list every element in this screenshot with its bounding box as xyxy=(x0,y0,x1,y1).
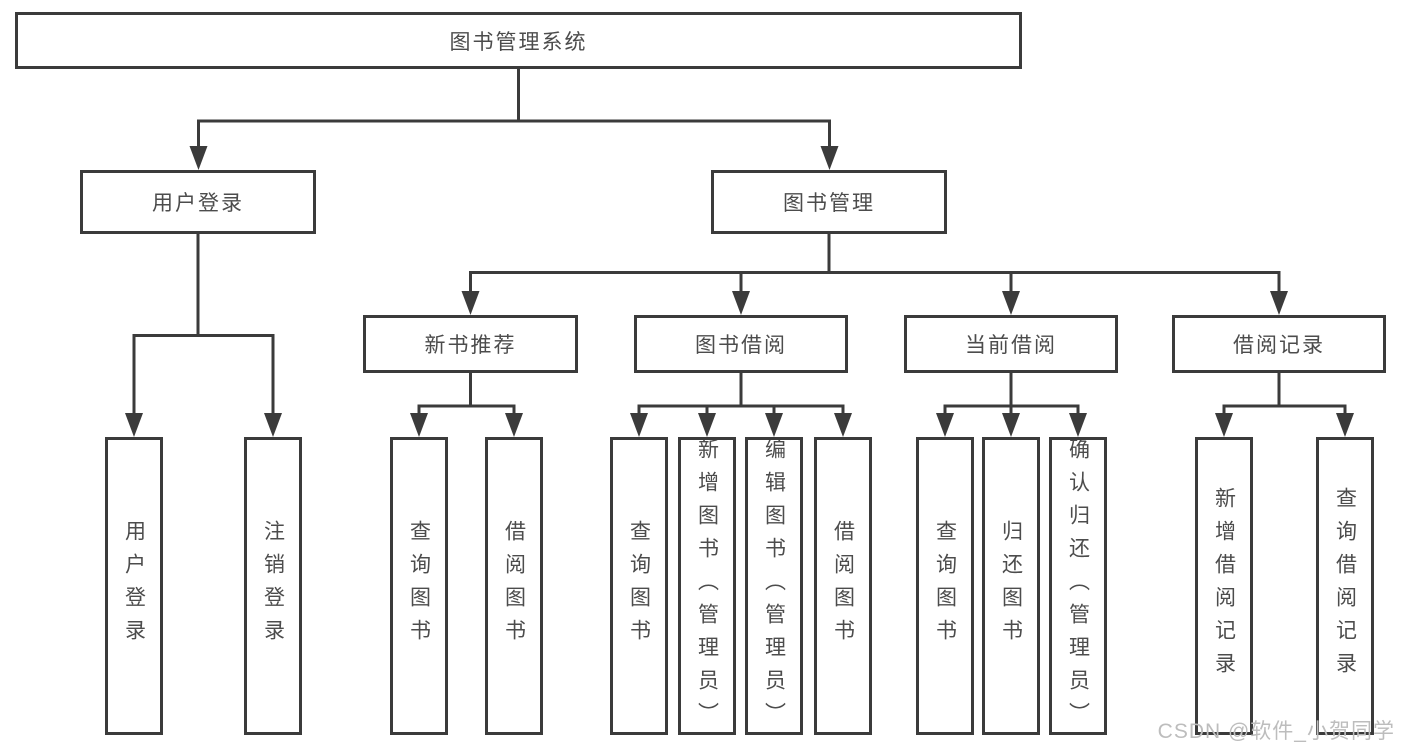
node-leaf-borrow-books: 借阅图书 xyxy=(814,437,872,735)
connector-book-borrowing xyxy=(630,373,852,437)
node-borrowing-records: 借阅记录 xyxy=(1172,315,1386,373)
node-label: 查询借阅记录 xyxy=(1333,487,1357,685)
node-leaf-return-books: 归还图书 xyxy=(982,437,1040,735)
node-leaf-add-books-admin: 新增图书（管理员） xyxy=(678,437,736,735)
node-leaf-query-books-recommend: 查询图书 xyxy=(390,437,448,735)
connector-current-borrowing xyxy=(936,373,1087,437)
node-label: 新增借阅记录 xyxy=(1212,487,1236,685)
node-label: 借阅图书 xyxy=(831,520,855,652)
node-leaf-logout: 注销登录 xyxy=(244,437,302,735)
node-leaf-query-books-borrowing: 查询图书 xyxy=(610,437,668,735)
node-label: 注销登录 xyxy=(261,520,285,652)
node-label: 用户登录 xyxy=(122,520,146,652)
connector-user-login xyxy=(125,234,282,437)
node-label: 图书借阅 xyxy=(695,334,787,357)
connector-book-management xyxy=(461,234,1288,315)
node-label: 查询图书 xyxy=(627,520,651,652)
node-user-login: 用户登录 xyxy=(80,170,316,234)
node-leaf-borrow-books-recommend: 借阅图书 xyxy=(485,437,543,735)
node-leaf-confirm-return-admin: 确认归还（管理员） xyxy=(1049,437,1107,735)
node-leaf-query-books-current: 查询图书 xyxy=(916,437,974,735)
node-new-book-recommendation: 新书推荐 xyxy=(363,315,578,373)
node-label: 确认归还（管理员） xyxy=(1066,437,1090,735)
node-label: 用户登录 xyxy=(152,192,244,215)
node-label: 图书管理系统 xyxy=(449,30,588,54)
node-label: 新增图书（管理员） xyxy=(695,437,719,735)
node-label: 借阅记录 xyxy=(1233,334,1325,357)
node-book-management: 图书管理 xyxy=(711,170,947,234)
connector-new-book-recommendation xyxy=(410,373,523,437)
node-current-borrowing: 当前借阅 xyxy=(904,315,1118,373)
node-book-borrowing: 图书借阅 xyxy=(634,315,848,373)
watermark: CSDN @软件_小贺同学 xyxy=(1157,720,1395,743)
node-leaf-edit-books-admin: 编辑图书（管理员） xyxy=(745,437,803,735)
connector-root xyxy=(189,69,839,170)
node-leaf-user-login: 用户登录 xyxy=(105,437,163,735)
node-library-management-system: 图书管理系统 xyxy=(15,12,1022,69)
node-leaf-add-borrow-record: 新增借阅记录 xyxy=(1195,437,1253,735)
node-label: 借阅图书 xyxy=(502,520,526,652)
node-label: 归还图书 xyxy=(999,520,1023,652)
node-label: 编辑图书（管理员） xyxy=(762,437,786,735)
node-label: 图书管理 xyxy=(783,192,875,215)
node-label: 查询图书 xyxy=(933,520,957,652)
node-label: 新书推荐 xyxy=(424,334,517,357)
node-label: 查询图书 xyxy=(407,520,431,652)
connector-borrowing-records xyxy=(1215,373,1354,437)
node-leaf-query-borrow-record: 查询借阅记录 xyxy=(1316,437,1374,735)
node-label: 当前借阅 xyxy=(965,334,1057,357)
